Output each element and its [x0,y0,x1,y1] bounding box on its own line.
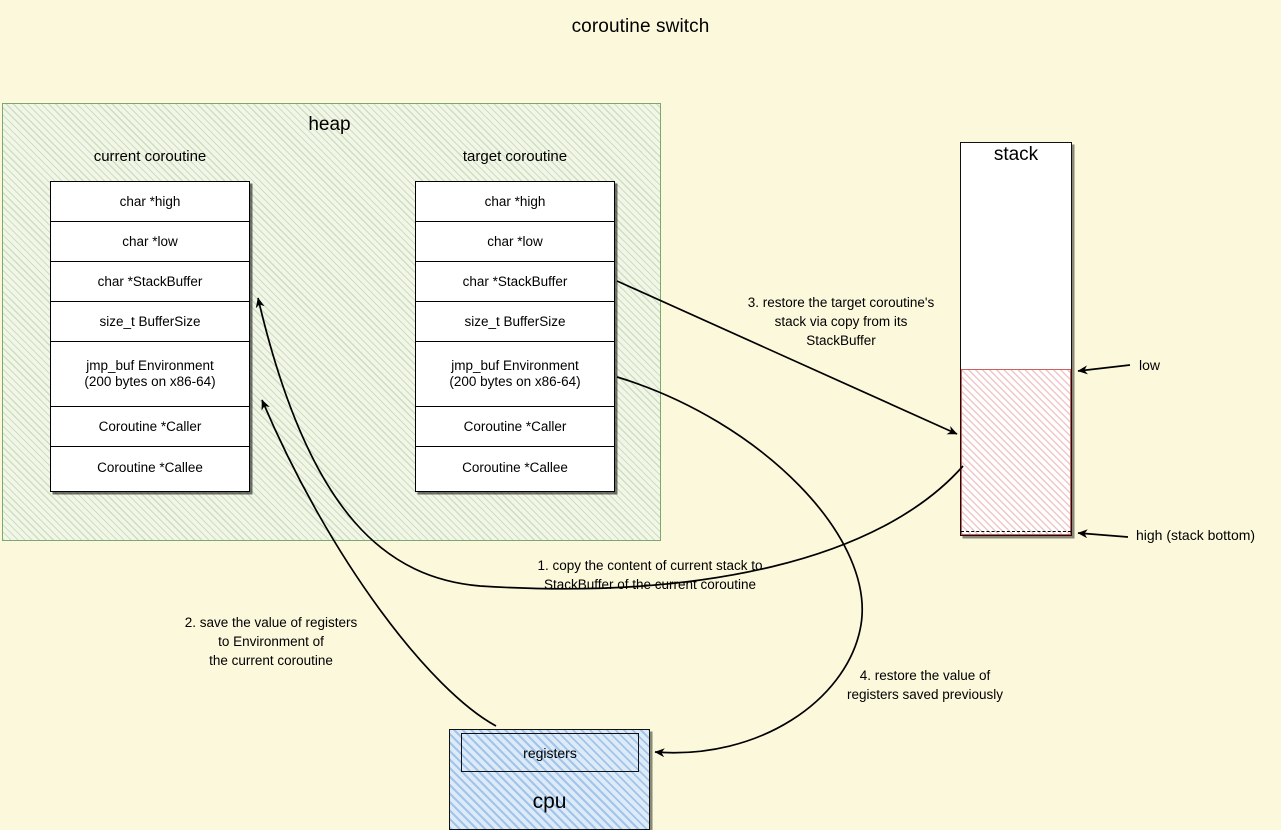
struct-field-row: Coroutine *Caller [51,407,249,447]
page-title: coroutine switch [571,16,710,37]
struct-field-row: char *high [416,182,614,222]
registers-label: registers [523,745,577,761]
struct-field-row: Coroutine *Callee [51,447,249,487]
struct-field-row: size_t BufferSize [416,302,614,342]
struct-field-row: jmp_buf Environment(200 bytes on x86-64) [416,342,614,407]
current-coroutine-struct: char *high char *low char *StackBuffer s… [50,181,250,492]
struct-field-row: size_t BufferSize [51,302,249,342]
target-coroutine-struct: char *high char *low char *StackBuffer s… [415,181,615,492]
struct-field-row: char *high [51,182,249,222]
struct-field-label: jmp_buf Environment(200 bytes on x86-64) [84,357,216,389]
stack-high-label: high (stack bottom) [1136,527,1256,543]
stack-label: stack [993,144,1039,165]
struct-field-label: jmp_buf Environment(200 bytes on x86-64) [449,357,581,389]
struct-field-row: char *low [416,222,614,262]
struct-field-row: Coroutine *Callee [416,447,614,487]
struct-field-row: char *StackBuffer [51,262,249,302]
cpu-label: cpu [532,790,567,813]
low-pointer-leader [1077,364,1131,375]
current-coroutine-caption: current coroutine [93,148,207,165]
high-pointer-leader [1077,529,1129,539]
struct-field-row: jmp_buf Environment(200 bytes on x86-64) [51,342,249,407]
struct-field-row: Coroutine *Caller [416,407,614,447]
stack-bottom-dashed-line [961,531,1071,532]
stack-used-region [961,369,1071,535]
stack-low-label: low [1139,357,1161,373]
target-coroutine-caption: target coroutine [462,148,568,165]
struct-field-row: char *low [51,222,249,262]
cpu-box [449,729,650,830]
heap-label: heap [308,114,351,135]
struct-field-row: char *StackBuffer [416,262,614,302]
